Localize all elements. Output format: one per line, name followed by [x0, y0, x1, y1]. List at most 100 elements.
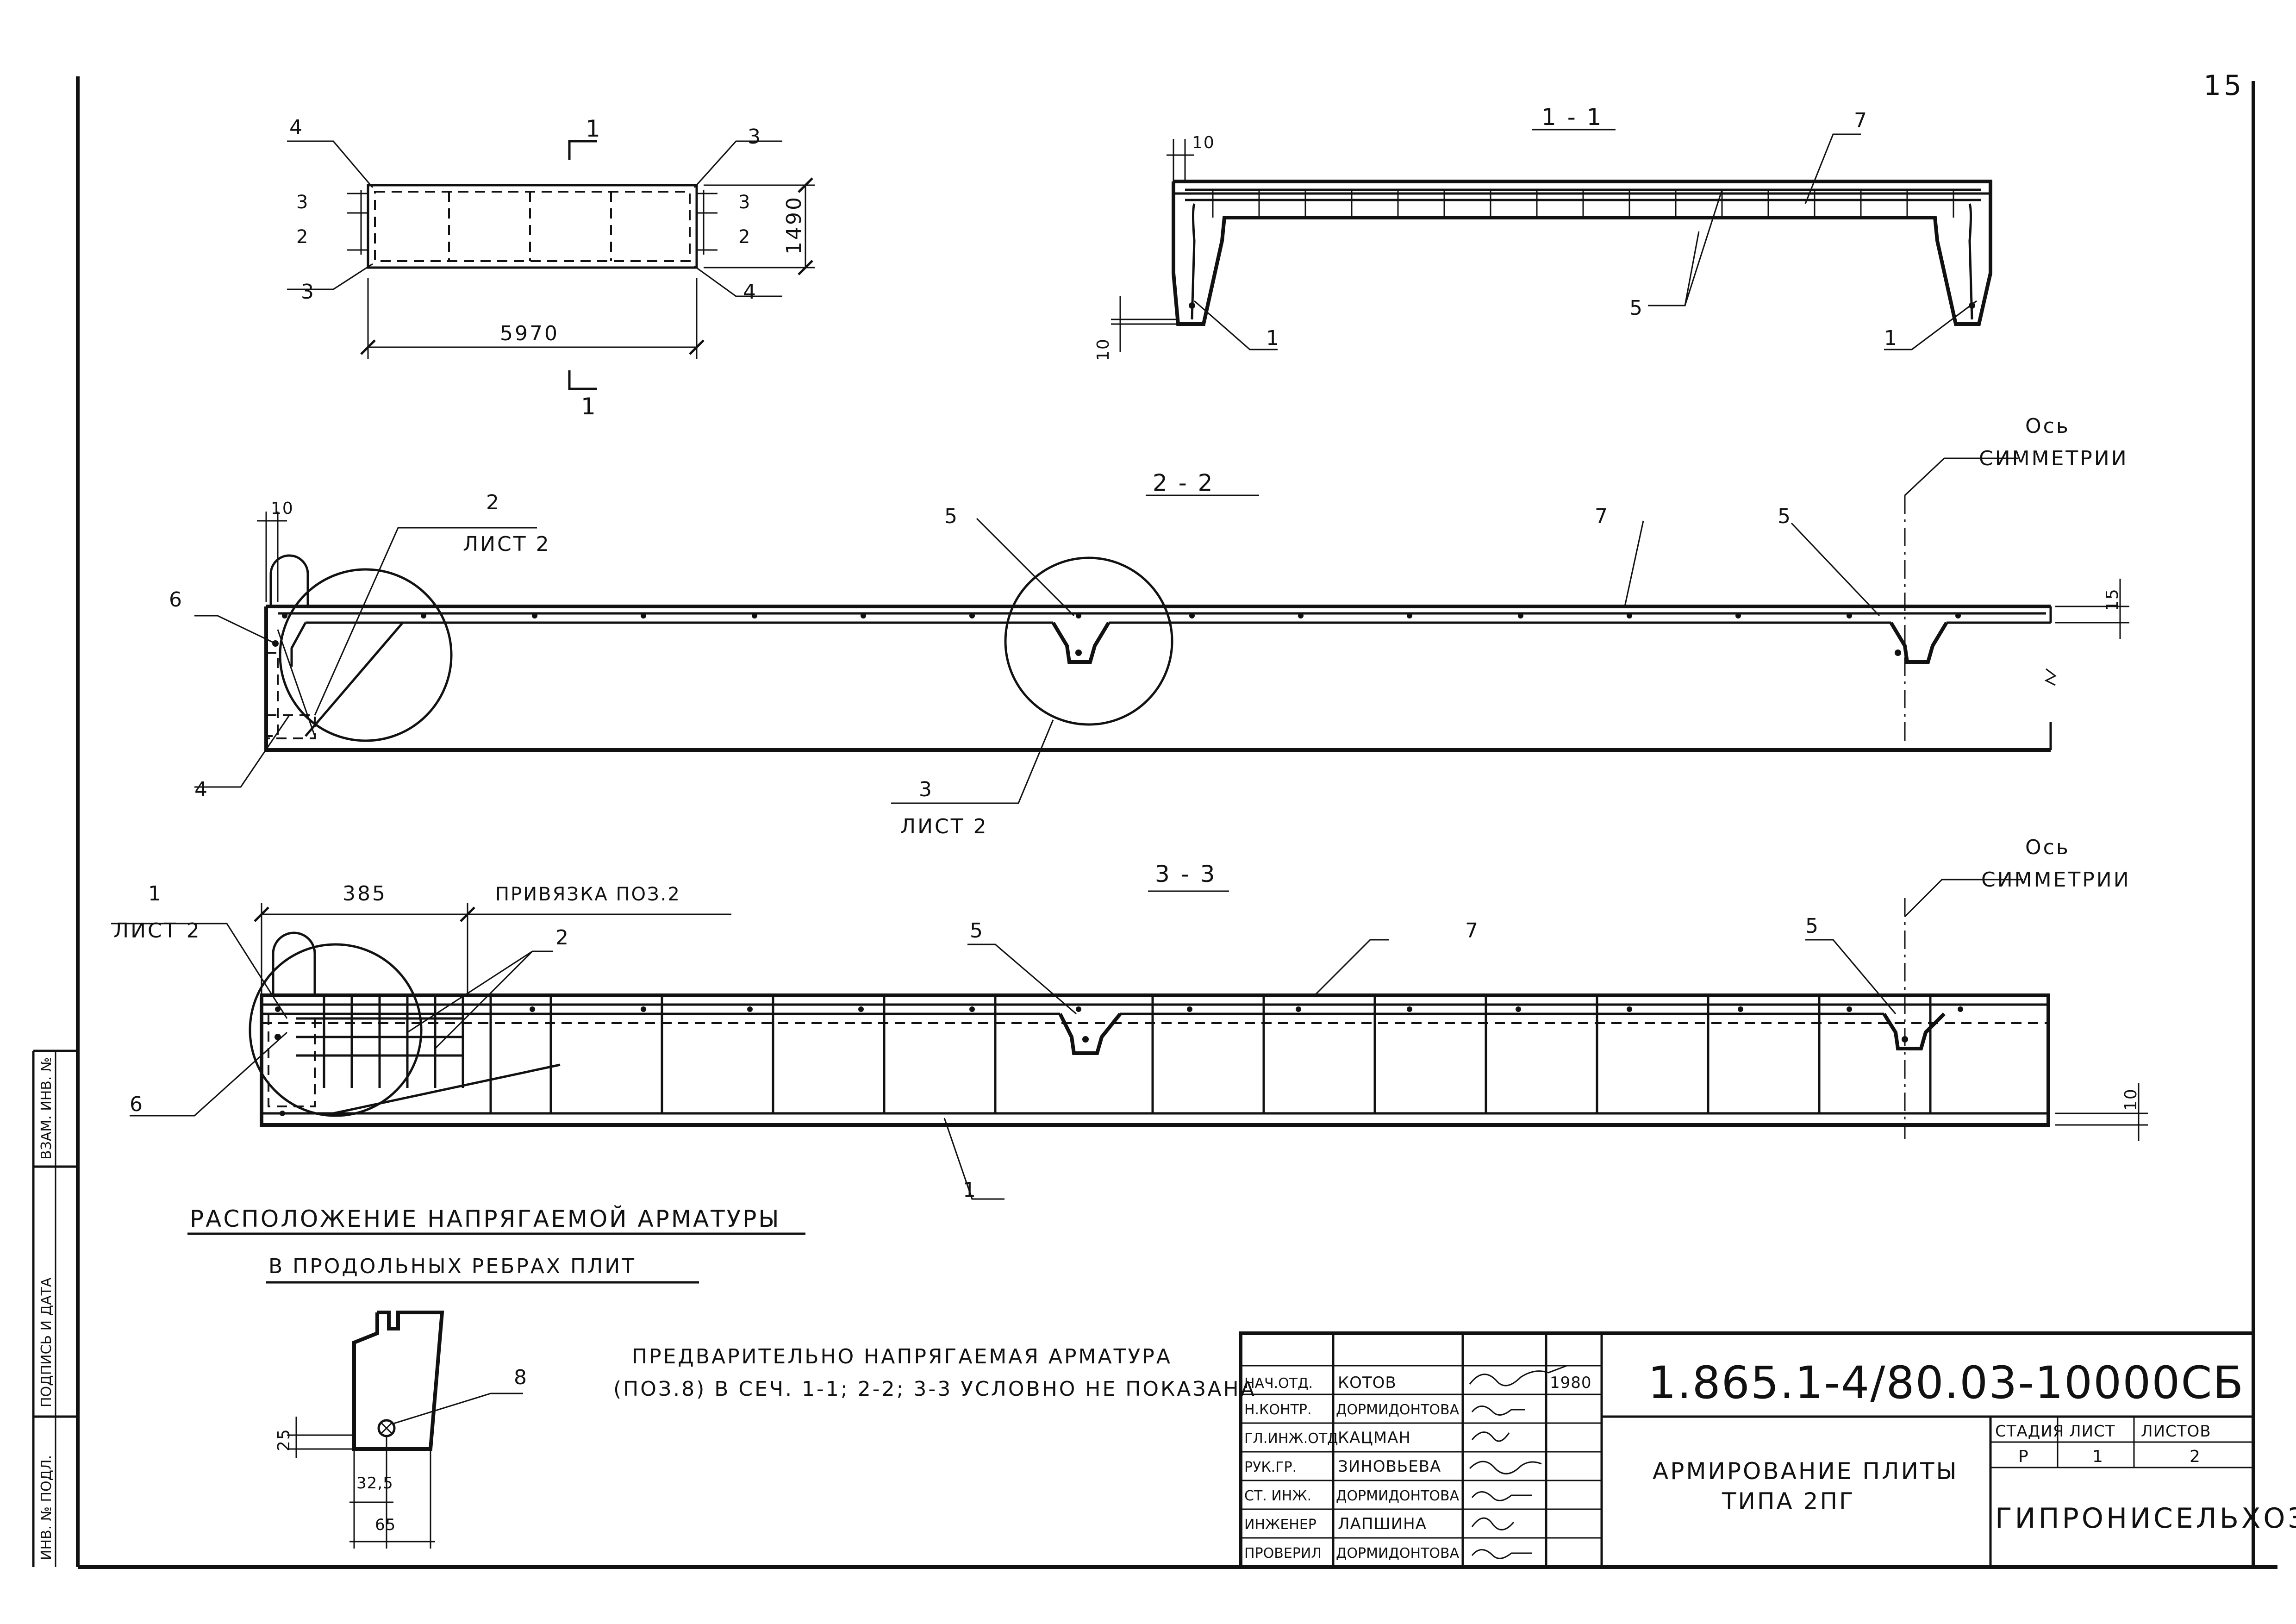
detail-dim-325: 32,5	[356, 1474, 393, 1493]
section-1-1-title: 1 - 1	[1541, 104, 1603, 131]
section-3-3-callout-2: 2	[555, 926, 570, 949]
title-line2: ТИПА 2ПГ	[1722, 1488, 1855, 1515]
plan-dim-length: 5970	[500, 322, 559, 345]
row-role-2: Н.КОНТР.	[1244, 1402, 1312, 1418]
row-role-4: РУК.ГР.	[1244, 1459, 1297, 1475]
left-strip-text-3: ВЗАМ. ИНВ. №	[38, 1057, 55, 1160]
row-name-3: КАЦМАН	[1338, 1429, 1411, 1447]
section-1-1-callout-5: 5	[1629, 296, 1644, 320]
stage-value: Р	[2018, 1447, 2029, 1466]
section-2-2-callout-2-sheet: ЛИСТ 2	[463, 532, 551, 556]
row-role-1: НАЧ.ОТД.	[1244, 1375, 1313, 1392]
section-2-2-callout-2: 2	[486, 491, 501, 514]
plan-small-2-right: 2	[738, 226, 751, 248]
row-role-5: СТ. ИНЖ.	[1244, 1488, 1311, 1504]
plan-view	[287, 140, 815, 390]
plan-labels: 5970 1490 1 1 4 3 3 4 3 2 3 2	[289, 115, 806, 420]
section-3-3-title: 3 - 3	[1155, 861, 1217, 887]
section-2-2-dots	[272, 613, 1961, 656]
section-2-2-callout-5-right: 5	[1778, 505, 1792, 528]
section-1-1-dim-top: 10	[1192, 133, 1215, 152]
section-2-2-labels: 2 - 2 10 15 Ось СИММЕТРИИ 2 ЛИСТ 2 6 4 5…	[169, 414, 2128, 838]
section-3-3-stirrups	[323, 995, 1932, 1113]
plan-small-3-left: 3	[296, 192, 309, 213]
sheet-frame	[32, 76, 2277, 1569]
row-name-6: ЛАПШИНА	[1338, 1515, 1427, 1533]
detail-view	[187, 1232, 805, 1549]
detail-dim-25: 25	[275, 1428, 293, 1451]
plan-dim-width: 1490	[782, 195, 806, 255]
note-line1: ПРЕДВАРИТЕЛЬНО НАПРЯГАЕМАЯ АРМАТУРА	[632, 1345, 1172, 1368]
section-2-2-callout-3-sheet: ЛИСТ 2	[900, 815, 988, 838]
section-3-3	[111, 879, 2148, 1200]
sheet-number: 15	[2203, 69, 2244, 102]
doc-code: 1.865.1-4/80.03-10000СБ	[1648, 1357, 2244, 1409]
row-name-4: ЗИНОВЬЕВА	[1338, 1457, 1441, 1476]
plan-small-2-left: 2	[296, 226, 309, 248]
sheet-value: 1	[2092, 1447, 2104, 1466]
left-strip-text-2: ПОДПИСЬ И ДАТА	[38, 1277, 55, 1407]
section-2-2-callout-7: 7	[1595, 505, 1610, 528]
title-line1: АРМИРОВАНИЕ ПЛИТЫ	[1653, 1458, 1959, 1485]
section-3-3-callout-1-top: 1	[148, 882, 163, 906]
section-1-1-dim-side: 10	[1094, 338, 1113, 361]
row-name-2: ДОРМИДОНТОВА	[1336, 1402, 1460, 1418]
plan-section-mark-bottom: 1	[581, 393, 598, 420]
section-3-3-binding-label: ПРИВЯЗКА ПОЗ.2	[495, 884, 681, 905]
section-3-3-callout-1-top-sheet: ЛИСТ 2	[113, 919, 201, 943]
section-1-1-callout-7: 7	[1854, 109, 1869, 132]
note: ПРЕДВАРИТЕЛЬНО НАПРЯГАЕМАЯ АРМАТУРА (ПОЗ…	[613, 1345, 1256, 1401]
plan-small-3-right: 3	[738, 192, 751, 213]
section-1-1-stirrups	[1212, 190, 1954, 218]
row-role-3: ГЛ.ИНЖ.ОТД.	[1244, 1430, 1342, 1447]
section-3-3-labels: 3 - 3 385 ПРИВЯЗКА ПОЗ.2 1 ЛИСТ 2 2 5 7 …	[113, 836, 2140, 1202]
plan-callout-4-bottom: 4	[743, 280, 758, 304]
section-2-2-callout-4: 4	[194, 778, 209, 801]
section-1-1-callout-1-right: 1	[1884, 326, 1899, 350]
row-name-1: КОТОВ	[1338, 1374, 1397, 1392]
year: 1980	[1550, 1374, 1592, 1392]
row-role-7: ПРОВЕРИЛ	[1244, 1545, 1322, 1562]
plan-callout-3-bottom: 3	[301, 280, 316, 304]
section-2-2	[194, 457, 2129, 804]
plan-callout-3-top: 3	[748, 125, 762, 149]
note-line2: (ПОЗ.8) В СЕЧ. 1-1; 2-2; 3-3 УСЛОВНО НЕ …	[613, 1377, 1256, 1401]
row-name-7: ДОРМИДОНТОВА	[1336, 1545, 1460, 1562]
section-2-2-callout-5-mid: 5	[944, 505, 959, 528]
section-3-3-axis-label-2: СИММЕТРИИ	[1981, 868, 2131, 892]
section-3-3-dim-right: 10	[2121, 1088, 2140, 1111]
section-3-3-callout-5-right: 5	[1805, 914, 1820, 938]
section-2-2-callout-3: 3	[919, 778, 934, 801]
section-3-3-callout-6: 6	[130, 1093, 144, 1116]
stage-header: СТАДИЯ	[1995, 1422, 2064, 1441]
sheets-value: 2	[2190, 1447, 2201, 1466]
section-1-1-labels: 1 - 1 10 10 7 5 1 1	[1094, 104, 1899, 361]
section-2-2-title: 2 - 2	[1153, 469, 1214, 496]
organization: ГИПРОНИСЕЛЬХОЗ	[1995, 1502, 2296, 1535]
section-2-2-axis-label-1: Ось	[2025, 414, 2070, 438]
section-2-2-axis-label-2: СИММЕТРИИ	[1979, 447, 2128, 470]
section-3-3-axis-label-1: Ось	[2025, 836, 2070, 859]
plan-callout-4-top: 4	[289, 116, 304, 139]
section-3-3-callout-7: 7	[1465, 919, 1480, 943]
row-name-5: ДОРМИДОНТОВА	[1336, 1488, 1460, 1504]
section-2-2-callout-6: 6	[169, 588, 184, 612]
section-3-3-callout-1: 1	[963, 1178, 978, 1202]
sheets-header: ЛИСТОВ	[2141, 1422, 2211, 1441]
detail-dim-65: 65	[375, 1516, 396, 1534]
detail-callout-8: 8	[514, 1366, 529, 1389]
title-block-texts: 1.865.1-4/80.03-10000СБ АРМИРОВАНИЕ ПЛИТ…	[1244, 1357, 2296, 1562]
row-role-6: ИНЖЕНЕР	[1244, 1517, 1316, 1533]
plan-section-mark-top: 1	[586, 115, 602, 142]
signatures	[1469, 1365, 1567, 1559]
detail-labels: РАСПОЛОЖЕНИЕ НАПРЯГАЕМОЙ АРМАТУРЫ В ПРОД…	[190, 1205, 780, 1534]
section-2-2-dim-right: 15	[2103, 588, 2122, 611]
detail-title-line2: В ПРОДОЛЬНЫХ РЕБРАХ ПЛИТ	[268, 1255, 636, 1278]
section-2-2-dim-top: 10	[271, 499, 294, 518]
section-3-3-callout-5-mid: 5	[970, 919, 985, 943]
detail-title-line1: РАСПОЛОЖЕНИЕ НАПРЯГАЕМОЙ АРМАТУРЫ	[190, 1205, 780, 1232]
sheet-header: ЛИСТ	[2069, 1422, 2115, 1441]
section-1-1	[1111, 129, 1992, 352]
left-stamp-texts: ИНВ. № ПОДЛ. ПОДПИСЬ И ДАТА ВЗАМ. ИНВ. №	[38, 1057, 55, 1560]
